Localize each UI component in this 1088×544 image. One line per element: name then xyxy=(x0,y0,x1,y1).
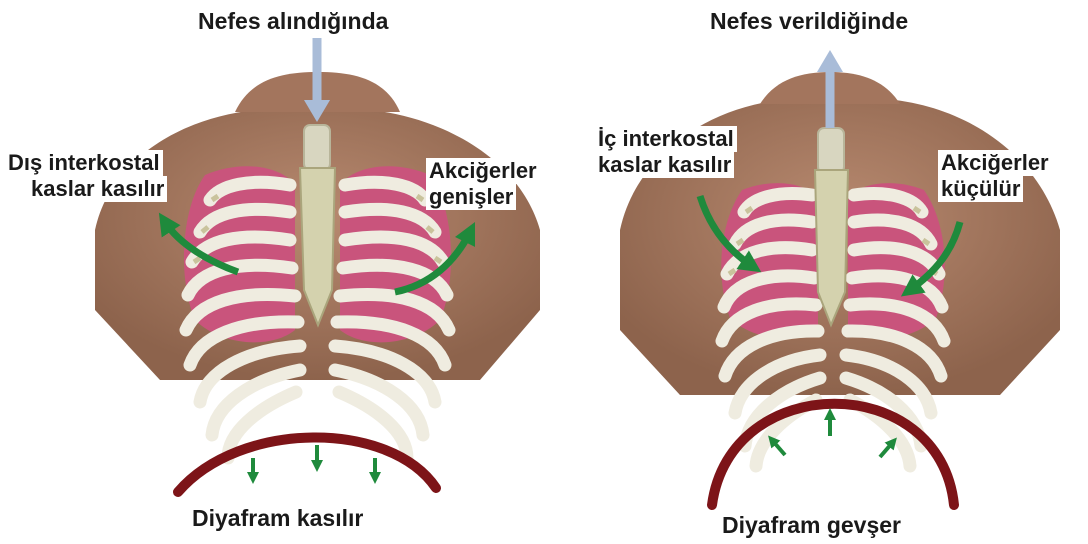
lungs-shrink-label-line1: Akciğerler xyxy=(938,150,1052,176)
lungs-expand-label-line2: genişler xyxy=(426,184,516,210)
external-intercostal-label-line1: Dış interkostal xyxy=(5,150,163,176)
exhale-title: Nefes verildiğinde xyxy=(710,8,908,34)
internal-intercostal-label-line2: kaslar kasılır xyxy=(595,152,734,178)
lungs-expand-label-line1: Akciğerler xyxy=(426,158,540,184)
diaphragm-curve xyxy=(178,437,436,492)
inhale-title: Nefes alındığında xyxy=(198,8,388,34)
trachea xyxy=(304,125,330,170)
lungs-shrink-label-line2: küçülür xyxy=(938,176,1023,202)
diaphragm-contracts-label: Diyafram kasılır xyxy=(192,505,363,531)
diaphragm-arrow-1 xyxy=(772,440,785,455)
trachea xyxy=(818,128,844,173)
internal-intercostal-label-line1: İç interkostal xyxy=(595,126,737,152)
diaphragm-relaxes-label: Diyafram gevşer xyxy=(722,512,901,538)
inhale-panel xyxy=(95,38,540,492)
external-intercostal-label-line2: kaslar kasılır xyxy=(28,176,167,202)
exhale-panel xyxy=(620,50,1060,505)
diaphragm-arrow-3 xyxy=(880,442,893,457)
